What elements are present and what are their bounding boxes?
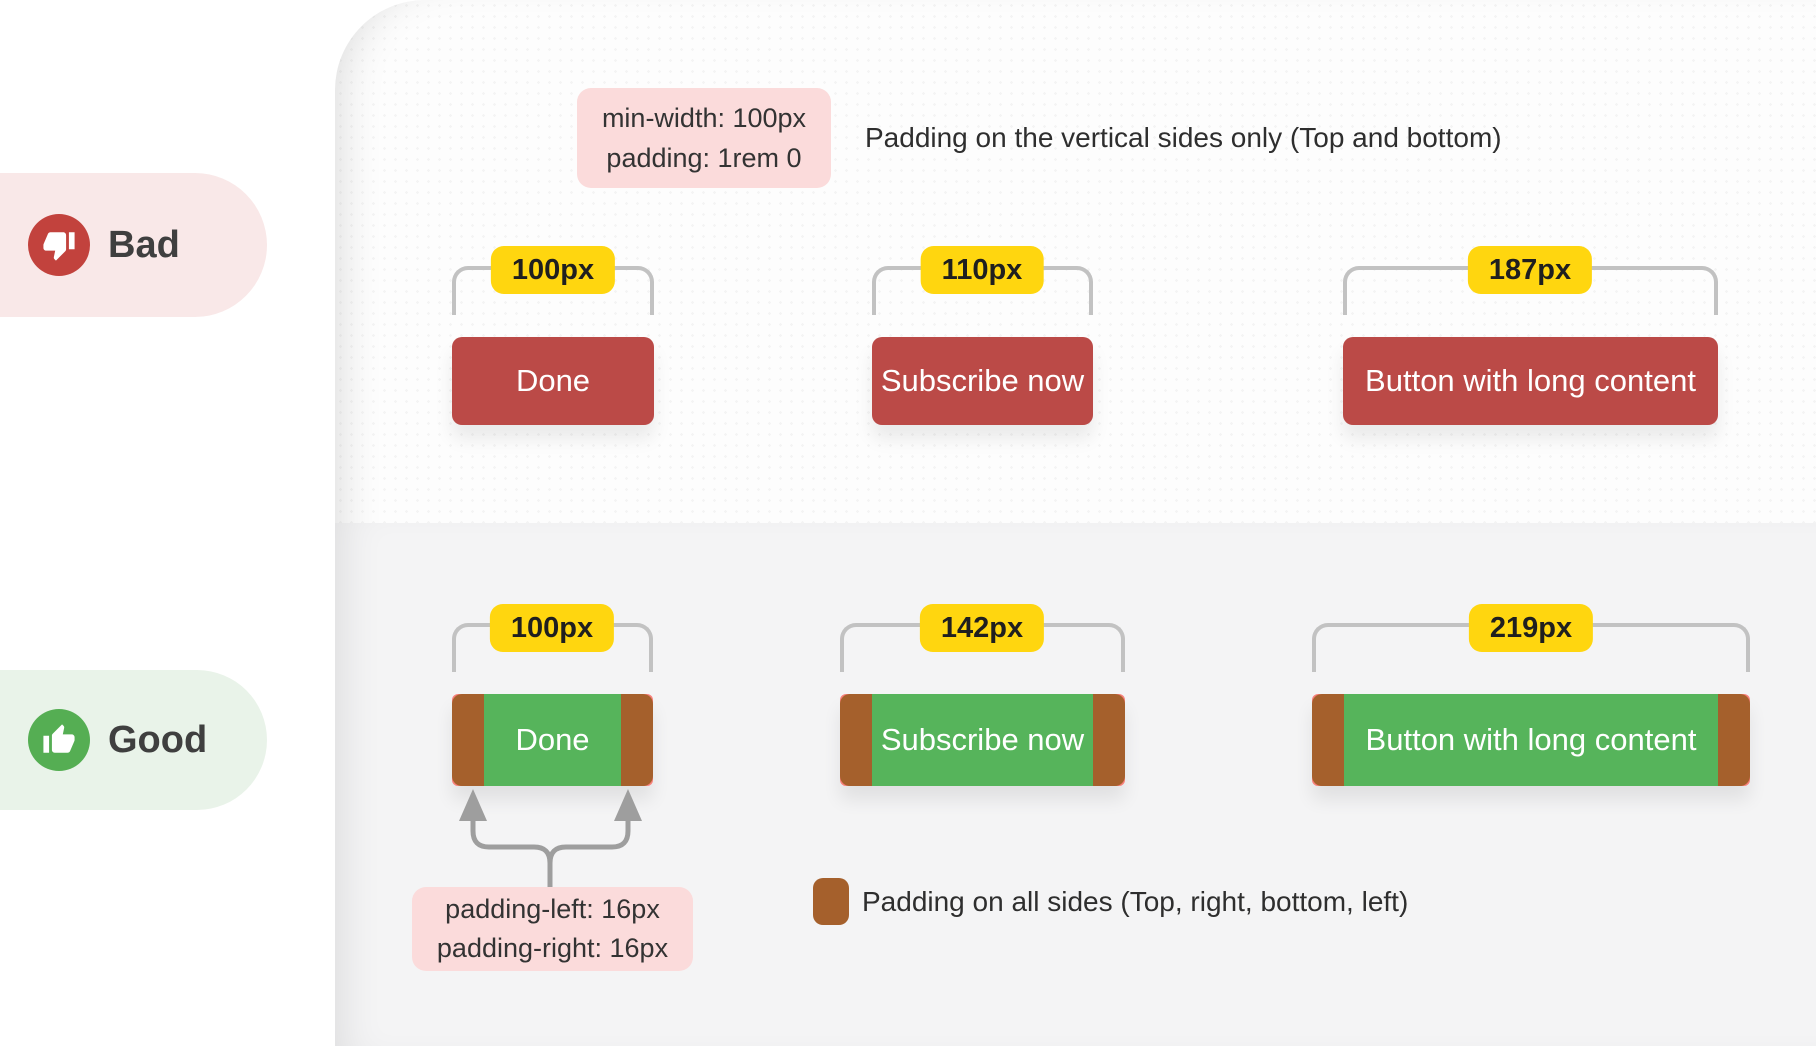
right-padding-strip [621, 694, 653, 786]
good-button-done[interactable]: Done [452, 694, 653, 786]
width-measurement-tag: 219px [1468, 604, 1594, 652]
button-label: Subscribe now [872, 694, 1093, 786]
padding-swatch-icon [813, 878, 849, 925]
bad-section-caption: Padding on the vertical sides only (Top … [865, 122, 1502, 153]
good-pill: Good [0, 670, 267, 810]
padding-pointer-arrows [459, 789, 642, 897]
good-button-long-content[interactable]: Button with long content [1312, 694, 1750, 786]
button-label: Button with long content [1344, 694, 1718, 786]
bad-pill: Bad [0, 173, 267, 317]
right-padding-strip [1718, 694, 1750, 786]
bad-button-long-content[interactable]: Button with long content [1343, 337, 1718, 425]
bad-button-done[interactable]: Done [452, 337, 654, 425]
left-padding-strip [840, 694, 872, 786]
bad-label: Bad [108, 223, 180, 266]
width-measurement-tag: 100px [490, 246, 616, 294]
left-padding-strip [1312, 694, 1344, 786]
thumbs-up-icon [28, 709, 90, 771]
width-measurement-tag: 100px [489, 604, 615, 652]
thumbs-down-icon [28, 214, 90, 276]
width-measurement-tag: 187px [1467, 246, 1593, 294]
good-css-snippet: padding-left: 16px padding-right: 16px [412, 887, 693, 971]
legend-label: Padding on all sides (Top, right, bottom… [862, 886, 1409, 917]
right-padding-strip [1093, 694, 1125, 786]
width-measurement-tag: 142px [919, 604, 1045, 652]
button-label: Done [484, 694, 621, 786]
css-line-padding-right: padding-right: 16px [436, 933, 669, 963]
bad-css-snippet: min-width: 100px padding: 1rem 0 [577, 88, 831, 188]
left-padding-strip [452, 694, 484, 786]
good-button-subscribe[interactable]: Subscribe now [840, 694, 1125, 786]
bad-button-subscribe[interactable]: Subscribe now [872, 337, 1093, 425]
good-label: Good [108, 718, 208, 761]
css-line-min-width: min-width: 100px [601, 103, 807, 133]
width-measurement-tag: 110px [920, 246, 1044, 294]
css-line-padding: padding: 1rem 0 [606, 143, 802, 173]
css-line-padding-left: padding-left: 16px [445, 894, 660, 924]
